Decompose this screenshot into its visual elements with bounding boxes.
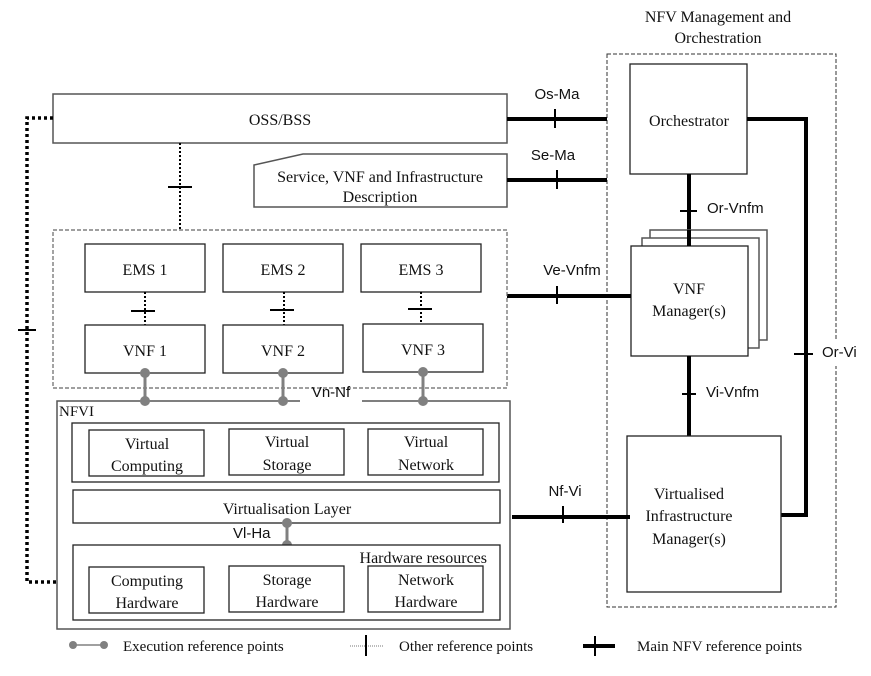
virtual-storage-line2: Storage (263, 457, 312, 474)
nf-vi-label: Nf-Vi (548, 483, 581, 500)
vn-nf-label-bg (300, 392, 362, 410)
vl-ha-label: Vl-Ha (233, 525, 271, 542)
oss-bss-block[interactable]: OSS/BSS (52, 93, 508, 144)
virtual-computing-line2: Computing (111, 458, 183, 475)
vnf-3-block[interactable]: VNF 3 (362, 323, 484, 373)
ems-3-label: EMS 3 (399, 262, 444, 279)
virtual-storage-block[interactable]: Virtual Storage (228, 428, 345, 476)
mano-title-line2: Orchestration (674, 30, 761, 47)
oss-bss-label: OSS/BSS (249, 112, 311, 129)
os-ma-label: Os-Ma (535, 86, 581, 103)
vnf-manager-line2: Manager(s) (652, 303, 726, 320)
network-hardware-block[interactable]: Network Hardware (367, 565, 484, 613)
orchestrator-block[interactable]: Orchestrator (629, 63, 748, 175)
or-vi-label-bg (818, 340, 838, 366)
virtual-computing-line1: Virtual (125, 436, 170, 453)
storage-hardware-line2: Hardware (255, 594, 318, 611)
ems-1-label: EMS 1 (123, 262, 168, 279)
vim-block[interactable]: Virtualised Infrastructure Manager(s) (626, 435, 782, 593)
virtualisation-layer-label: Virtualisation Layer (223, 501, 352, 518)
computing-hardware-line2: Hardware (115, 595, 178, 612)
vi-vnfm-label: Vi-Vnfm (706, 384, 759, 401)
computing-hardware-line1: Computing (111, 573, 183, 590)
vnf-2-block[interactable]: VNF 2 (222, 324, 344, 374)
ems-2-label: EMS 2 (261, 262, 306, 279)
legend-execution-label: Execution reference points (123, 639, 284, 655)
virtual-computing-block[interactable]: Virtual Computing (88, 429, 205, 477)
storage-hardware-line1: Storage (263, 572, 312, 589)
computing-hardware-block[interactable]: Computing Hardware (88, 566, 205, 614)
service-description-line1: Service, VNF and Infrastructure (277, 169, 483, 186)
vim-line2: Infrastructure (645, 508, 732, 525)
virtual-network-line2: Network (398, 457, 454, 474)
legend-other-label: Other reference points (399, 639, 533, 655)
vnf-manager-line1: VNF (673, 281, 705, 298)
legend: Execution reference points Other referen… (69, 635, 802, 656)
network-hardware-line2: Hardware (394, 594, 457, 611)
vnf-1-label: VNF 1 (123, 343, 167, 360)
vnf-2-label: VNF 2 (261, 343, 305, 360)
orchestrator-label: Orchestrator (649, 113, 730, 130)
vn-nf-label: Vn-Nf (312, 384, 351, 401)
virtualisation-layer-block[interactable]: Virtualisation Layer (72, 489, 501, 524)
vnf-3-label: VNF 3 (401, 342, 445, 359)
hardware-resources-label: Hardware resources (360, 550, 487, 567)
ems-1-block[interactable]: EMS 1 (84, 243, 206, 293)
ems-3-block[interactable]: EMS 3 (360, 243, 482, 293)
virtual-storage-line1: Virtual (265, 434, 310, 451)
network-hardware-line1: Network (398, 572, 454, 589)
service-description-line2: Description (343, 189, 418, 206)
or-vi-label: Or-Vi (822, 344, 857, 361)
vim-line3: Manager(s) (652, 531, 726, 548)
virtual-network-block[interactable]: Virtual Network (367, 428, 484, 476)
mano-container (606, 53, 837, 608)
service-description-block[interactable]: Service, VNF and Infrastructure Descript… (253, 153, 508, 208)
vnf-manager-block[interactable]: VNF Manager(s) (630, 229, 768, 357)
se-ma-label: Se-Ma (531, 147, 576, 164)
nfvi-label: NFVI (59, 404, 94, 420)
ems-2-block[interactable]: EMS 2 (222, 243, 344, 293)
ve-vnfm-label: Ve-Vnfm (543, 262, 601, 279)
vn-nf-execution-points (140, 367, 428, 406)
vim-line1: Virtualised (654, 486, 724, 503)
legend-execution-icon (69, 641, 108, 649)
mano-title-line1: NFV Management and (645, 9, 791, 26)
legend-main-icon (583, 636, 615, 656)
oss-hardware-dotted-line (25, 116, 73, 584)
virtual-network-line1: Virtual (404, 434, 449, 451)
storage-hardware-block[interactable]: Storage Hardware (228, 565, 345, 613)
or-vi-line (747, 117, 808, 517)
vnf-1-block[interactable]: VNF 1 (84, 324, 206, 374)
legend-main-label: Main NFV reference points (637, 639, 802, 655)
or-vnfm-label: Or-Vnfm (707, 200, 764, 217)
legend-other-icon (350, 635, 383, 656)
